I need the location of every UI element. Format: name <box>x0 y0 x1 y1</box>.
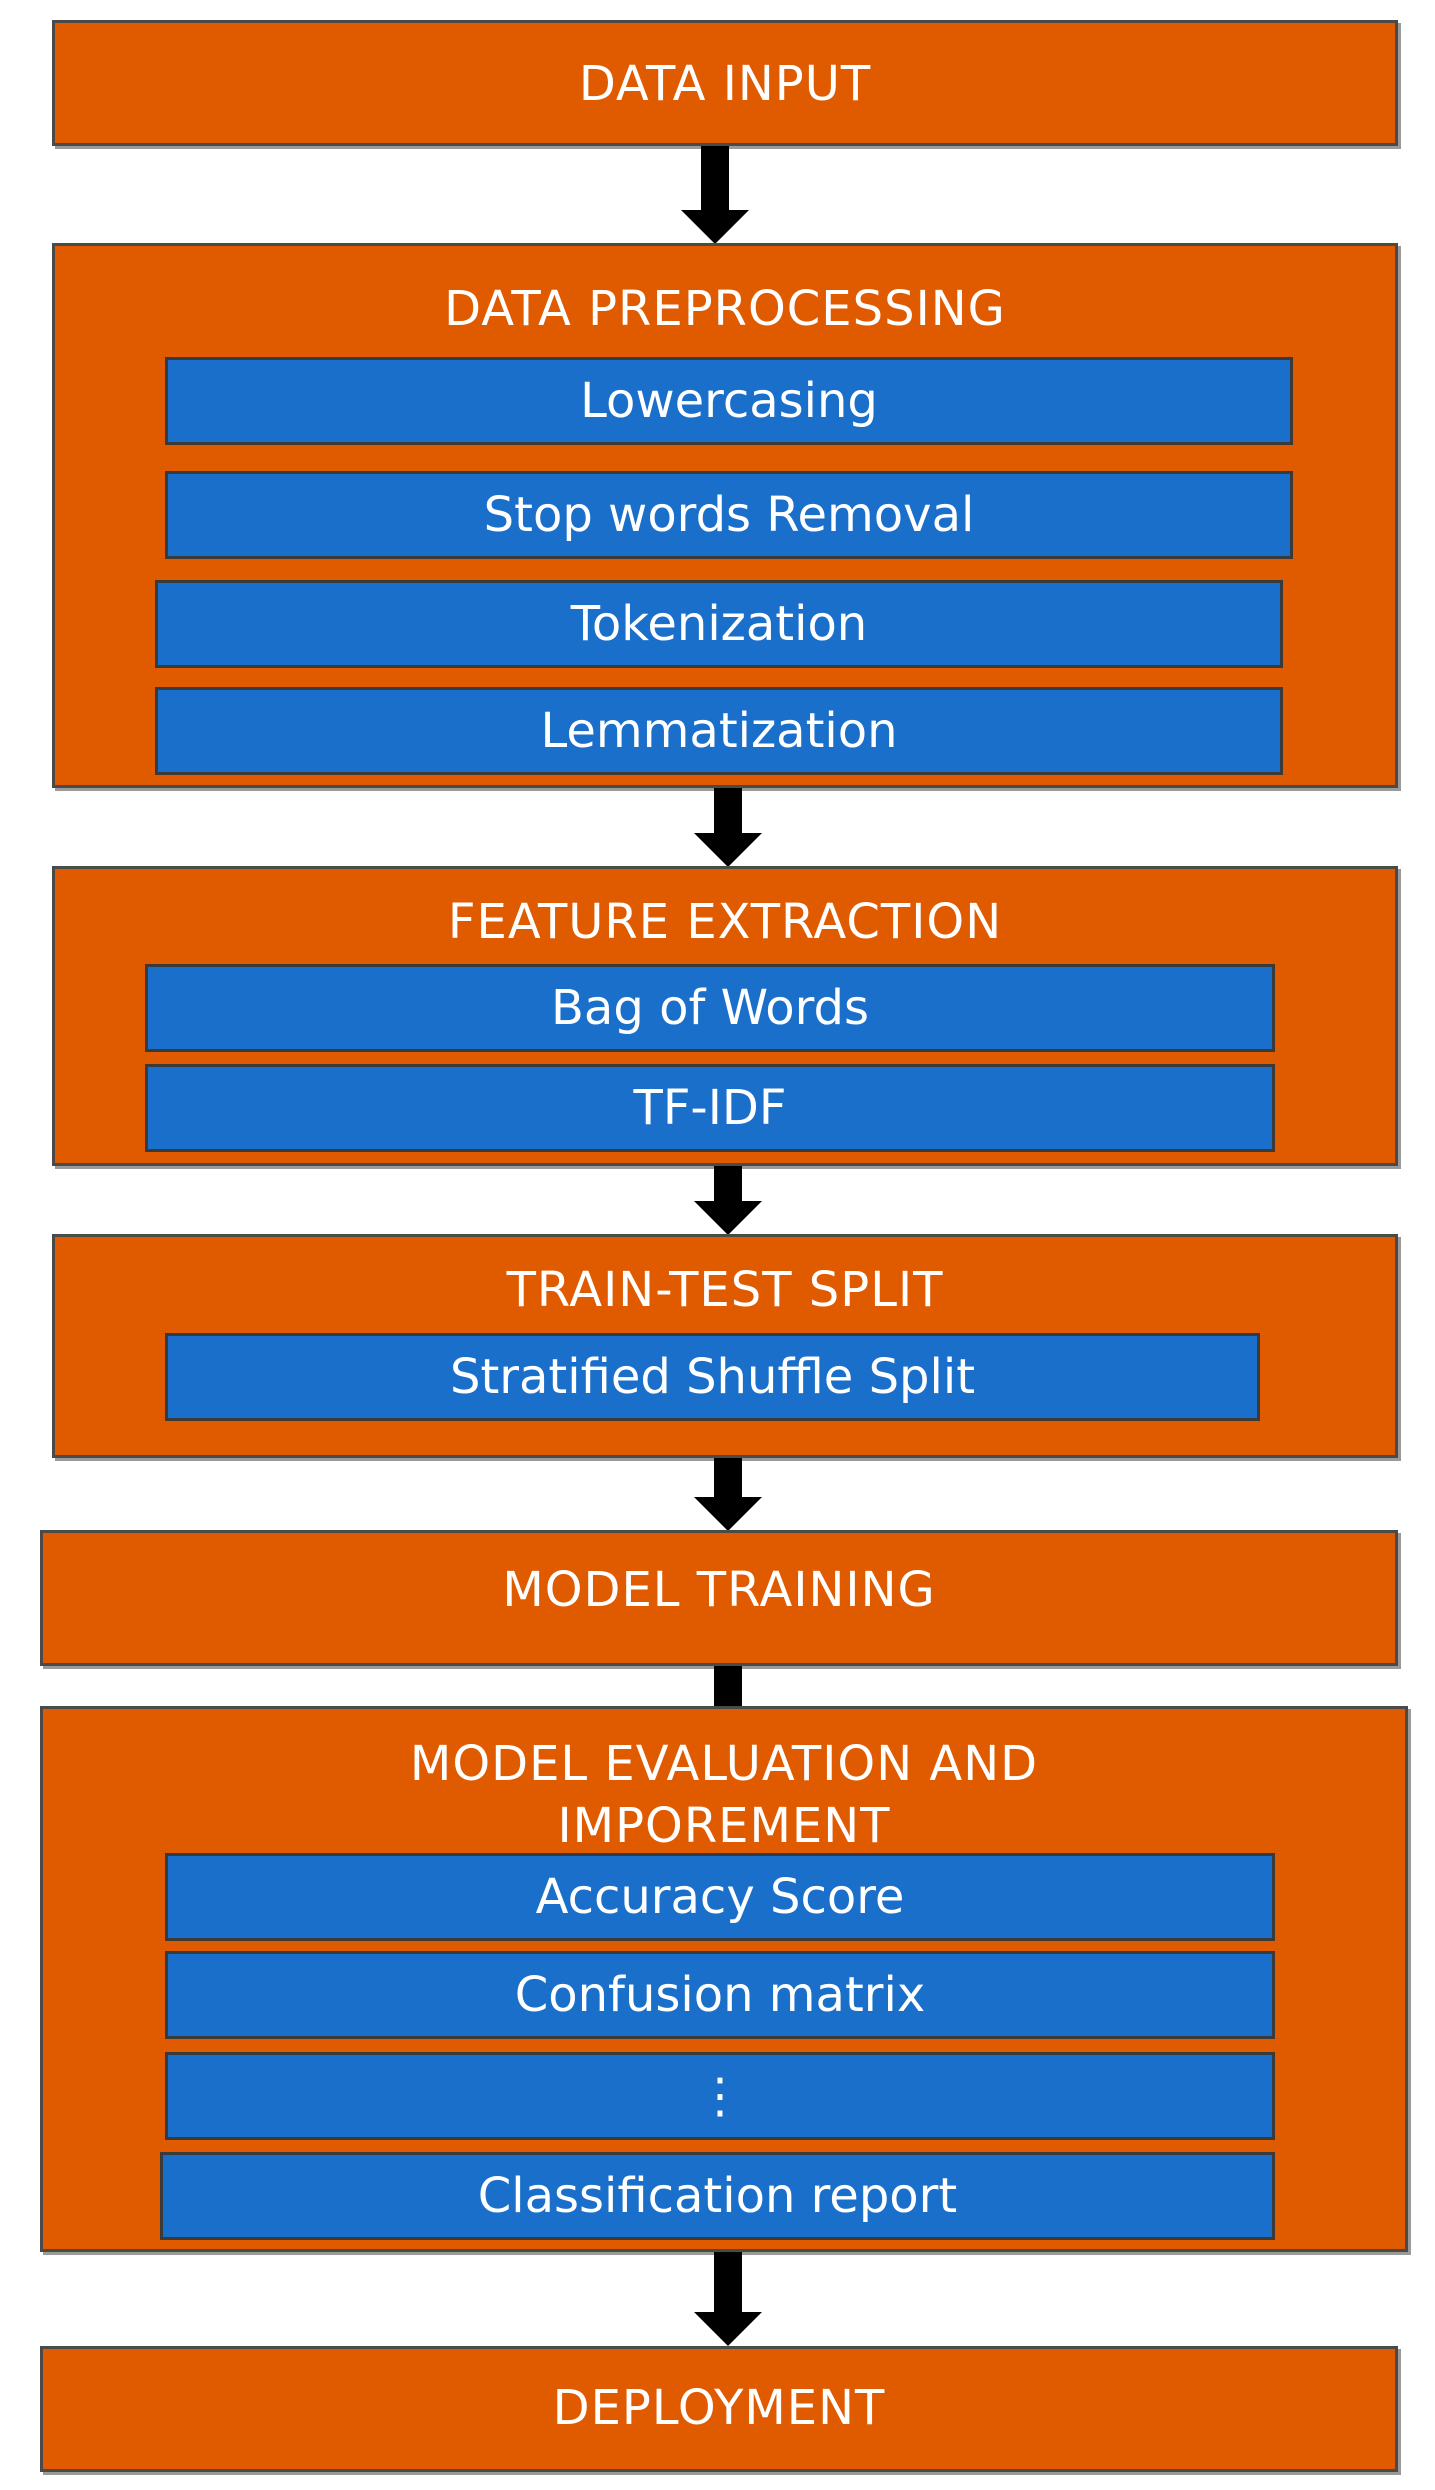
stage-title: TRAIN-TEST SPLIT <box>506 1262 944 1318</box>
stage-title: MODEL TRAINING <box>502 1562 936 1618</box>
step-tf-idf: TF-IDF <box>145 1064 1275 1152</box>
step-ellipsis: ⋮ <box>165 2052 1275 2140</box>
stage-data-input: DATA INPUT <box>52 20 1398 146</box>
step-stop-words-removal: Stop words Removal <box>165 471 1293 559</box>
flow-arrow <box>694 1166 762 1235</box>
stage-title-line-2: IMPOREMENT <box>557 1798 891 1854</box>
flow-arrow <box>694 2252 762 2346</box>
step-lemmatization: Lemmatization <box>155 687 1283 775</box>
stage-title: DATA PREPROCESSING <box>444 281 1006 337</box>
stage-title: FEATURE EXTRACTION <box>447 894 1003 950</box>
step-bag-of-words: Bag of Words <box>145 964 1275 1052</box>
step-lowercasing: Lowercasing <box>165 357 1293 445</box>
step-tokenization: Tokenization <box>155 580 1283 668</box>
step-accuracy-score: Accuracy Score <box>165 1853 1275 1941</box>
flow-arrow <box>694 1458 762 1531</box>
step-stratified-shuffle-split: Stratified Shuffle Split <box>165 1333 1260 1421</box>
step-classification-report: Classification report <box>160 2152 1275 2240</box>
stage-title-line-1: MODEL EVALUATION AND <box>409 1736 1039 1792</box>
step-confusion-matrix: Confusion matrix <box>165 1951 1275 2039</box>
stage-title: DEPLOYMENT <box>552 2380 886 2436</box>
stage-deployment: DEPLOYMENT <box>40 2346 1398 2472</box>
flow-arrow <box>681 146 749 244</box>
stage-model-training: MODEL TRAINING <box>40 1530 1398 1666</box>
stage-title: DATA INPUT <box>578 56 872 112</box>
flow-arrow <box>694 788 762 867</box>
